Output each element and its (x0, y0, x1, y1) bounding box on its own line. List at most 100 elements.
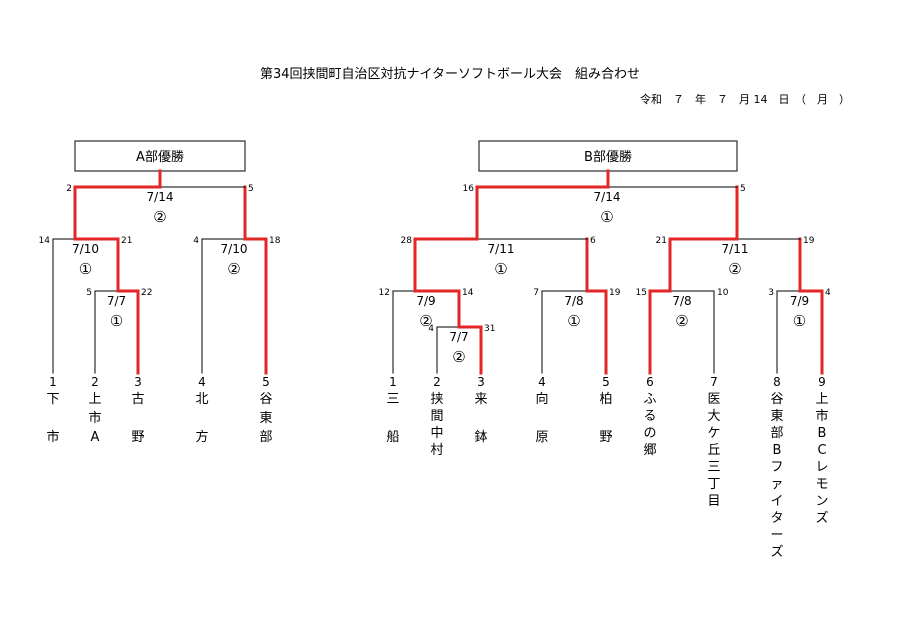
b-m2-date: 7/9 (416, 294, 435, 308)
a-m2-score-left: 14 (39, 236, 51, 246)
b-team-8-char: タ (770, 511, 783, 526)
b-m7-date: 7/11 (722, 242, 749, 256)
b-team-6-char: の (643, 426, 656, 441)
b-m1-score-right: 31 (484, 324, 495, 334)
a-team-1-number: 1 (49, 375, 57, 389)
a-team-2-char: 市 (88, 410, 101, 426)
b-m4-date: 7/8 (672, 294, 691, 308)
bracket-lines (52, 169, 824, 375)
a-team-3-number: 3 (134, 375, 142, 389)
b-team-5-number: 5 (602, 375, 610, 389)
b-m4-score-left: 15 (636, 288, 647, 298)
a-team-4-number: 4 (198, 375, 206, 389)
b-team-8-char: ズ (770, 544, 783, 560)
b-team-7-char: ケ (707, 426, 720, 441)
a-team-5-number: 5 (262, 375, 270, 389)
a-m4-round: ② (153, 208, 166, 226)
b-m6-score-right: 6 (590, 236, 596, 246)
b-team-4-char: 向 (535, 391, 548, 407)
a-team-5-char: 部 (259, 430, 272, 445)
b-m8-date: 7/14 (594, 190, 621, 204)
champion-box-a (74, 140, 246, 172)
a-team-5-char: 東 (259, 410, 272, 426)
b-team-2-char: 間 (430, 409, 443, 424)
b-team-1-char: 三 (386, 392, 399, 407)
b-m7-score-left: 21 (656, 236, 667, 246)
a-team-2-number: 2 (91, 375, 99, 389)
a-m3-score-right: 18 (269, 236, 281, 246)
b-m8-round: ① (600, 208, 613, 226)
a-m2-round: ① (79, 260, 92, 278)
a-m4-score-right: 5 (248, 184, 254, 194)
b-m8-score-right: 5 (740, 184, 746, 194)
b-m1-date: 7/7 (449, 330, 468, 344)
b-team-5-char: 野 (599, 430, 612, 445)
b-m1-score-left: 4 (428, 324, 434, 334)
b-team-9-char: レ (815, 460, 828, 475)
champion-label-a: A部優勝 (136, 150, 184, 165)
b-team-8-char: ー (770, 528, 783, 543)
b-m3-date: 7/8 (564, 294, 583, 308)
b-team-7-number: 7 (710, 375, 718, 389)
a-team-4-char: 北 (195, 392, 208, 407)
a-m3-date: 7/10 (221, 242, 248, 256)
b-team-6-char: 郷 (643, 443, 656, 458)
b-team-4-number: 4 (538, 375, 546, 389)
b-team-9-char: ズ (815, 510, 828, 526)
b-team-8-char: フ (770, 460, 783, 475)
b-m3-round: ① (567, 312, 580, 330)
b-team-8-number: 8 (773, 375, 781, 389)
b-team-9-char: モ (815, 477, 828, 492)
a-team-2-char: 上 (88, 392, 101, 407)
a-m4-date: 7/14 (147, 190, 174, 204)
b-team-9-char: 市 (815, 408, 828, 424)
a-team-3-char: 古 (131, 392, 144, 407)
b-team-6-char: ふ (643, 392, 656, 407)
b-m1-round: ② (452, 348, 465, 366)
b-m3-score-right: 19 (609, 288, 621, 298)
b-m2-round: ② (419, 312, 432, 330)
b-team-6-number: 6 (646, 375, 654, 389)
b-team-9-number: 9 (818, 375, 826, 389)
b-m8-score-left: 16 (463, 184, 475, 194)
b-m6-score-left: 28 (401, 236, 413, 246)
b-team-4-char: 原 (535, 430, 548, 445)
b-team-2-char: 村 (430, 443, 443, 458)
page-title: 第34回挟間町自治区対抗ナイターソフトボール大会 組み合わせ (260, 67, 640, 82)
b-m5-score-left: 3 (768, 288, 774, 298)
b-m4-round: ② (675, 312, 688, 330)
b-team-7-char: 丘 (707, 443, 720, 458)
b-team-9-char: C (817, 443, 826, 458)
b-m5-score-right: 4 (825, 288, 831, 298)
a-team-1-char: 下 (46, 392, 59, 407)
b-team-2-number: 2 (433, 375, 441, 389)
a-m4-score-left: 2 (66, 184, 72, 194)
b-team-7-char: 三 (707, 460, 720, 475)
b-team-9-char: B (818, 426, 827, 441)
b-m2-score-right: 14 (462, 288, 474, 298)
event-date: 令和 ７ 年 ７ 月 14 日 （ 月 ） (640, 92, 850, 106)
a-m3-score-left: 4 (193, 236, 199, 246)
b-team-8-char: 東 (770, 408, 783, 424)
b-team-1-number: 1 (389, 375, 397, 389)
b-team-6-char: る (643, 409, 656, 424)
a-team-2-char: A (91, 430, 100, 445)
b-team-7-char: 大 (707, 409, 720, 424)
a-m1-score-left: 5 (86, 288, 92, 298)
b-team-5-char: 柏 (599, 392, 612, 407)
b-team-1-char: 船 (386, 430, 399, 445)
b-team-2-char: 挟 (430, 392, 443, 407)
b-team-9-char: ン (815, 494, 828, 509)
b-team-8-char: ァ (770, 477, 783, 492)
a-m3-round: ② (227, 260, 240, 278)
a-m1-score-right: 22 (141, 288, 152, 298)
a-team-5-char: 谷 (259, 392, 272, 407)
b-m6-round: ① (494, 260, 507, 278)
champion-label-b: B部優勝 (584, 150, 632, 165)
a-team-1-char: 市 (46, 429, 59, 445)
b-m3-score-left: 7 (533, 288, 539, 298)
b-m7-round: ② (728, 260, 741, 278)
b-team-8-char: 谷 (770, 392, 783, 407)
